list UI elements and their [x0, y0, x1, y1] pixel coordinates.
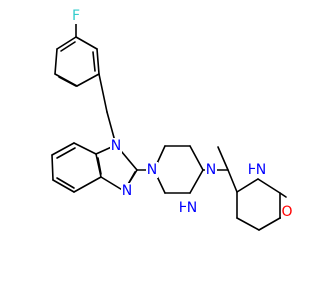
- benzimidazole-n1-label: N: [111, 138, 121, 154]
- benzimidazole-n1-label-background: [110, 138, 122, 154]
- piperidine-nitrogen-label: N: [147, 162, 157, 178]
- carbonyl-oxygen-label-background: [281, 204, 293, 220]
- benzimidazole-n3-label-background: [121, 183, 133, 199]
- pyrimidinone-nh-lower-h-label: H: [179, 200, 190, 216]
- carbonyl-oxygen-label: O: [281, 204, 292, 220]
- pyrimidinone-nh-upper-h-label: H: [248, 162, 259, 178]
- benzimidazole-n3-label: N: [122, 183, 132, 199]
- amine-nitrogen-label: N: [206, 162, 216, 178]
- fluorine-atom-label: F: [72, 8, 80, 24]
- pyrimidinone-nh-lower-label: N: [187, 200, 197, 216]
- bond-layer: [51, 21, 287, 231]
- pyrimidinone-nh-upper-label: N: [256, 162, 266, 178]
- fluorine-atom-label-background: [70, 8, 82, 24]
- amine-nitrogen-label-background: [205, 162, 217, 178]
- pyrimidinone-nh-upper-label-background: [255, 162, 267, 178]
- piperidine-nitrogen-label-background: [146, 162, 158, 178]
- pyrimidinone-nh-lower-label-background: [186, 200, 198, 216]
